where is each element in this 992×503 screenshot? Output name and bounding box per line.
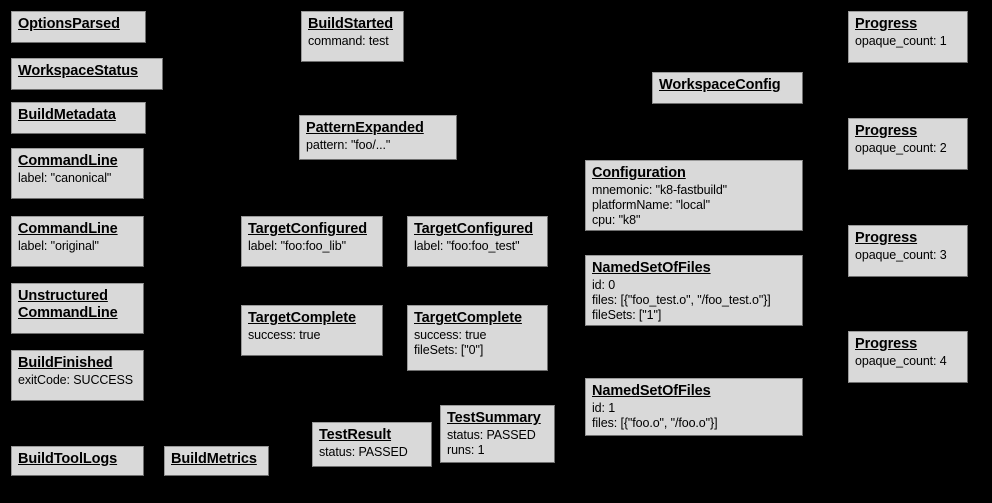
event-node-target-configured-foo-test[interactable]: TargetConfigured label: "foo:foo_test" <box>407 216 548 267</box>
event-node-fields: success: true <box>248 328 376 343</box>
event-node-title: TargetComplete <box>248 310 356 326</box>
event-node-title: BuildMetrics <box>171 451 257 467</box>
event-node-fields: mnemonic: "k8-fastbuild"platformName: "l… <box>592 183 796 228</box>
event-node-field: platformName: "local" <box>592 198 710 212</box>
event-node-field: opaque_count: 4 <box>855 354 947 368</box>
event-node-field: success: true <box>414 328 487 342</box>
event-node-field: status: PASSED <box>447 428 536 442</box>
event-node-progress-4[interactable]: Progress opaque_count: 4 <box>848 331 968 383</box>
event-node-title: OptionsParsed <box>18 16 120 32</box>
event-node-fields: label: "original" <box>18 239 137 254</box>
event-node-field: label: "original" <box>18 239 99 253</box>
event-node-command-line-canonical[interactable]: CommandLine label: "canonical" <box>11 148 144 199</box>
event-node-title: BuildMetadata <box>18 107 116 123</box>
event-node-fields: label: "canonical" <box>18 171 137 186</box>
event-node-field: cpu: "k8" <box>592 213 641 227</box>
event-node-fields: command: test <box>308 34 397 49</box>
event-node-command-line-original[interactable]: CommandLine label: "original" <box>11 216 144 267</box>
event-node-fields: label: "foo:foo_lib" <box>248 239 376 254</box>
event-node-fields: pattern: "foo/..." <box>306 138 450 153</box>
event-node-pattern-expanded[interactable]: PatternExpanded pattern: "foo/..." <box>299 115 457 160</box>
event-node-field: fileSets: ["1"] <box>592 308 662 322</box>
event-node-title: NamedSetOfFiles <box>592 383 711 399</box>
event-node-field: label: "foo:foo_test" <box>414 239 520 253</box>
event-node-workspace-status[interactable]: WorkspaceStatus <box>11 58 163 90</box>
event-node-field: runs: 1 <box>447 443 485 457</box>
event-node-title: Progress <box>855 336 918 352</box>
event-node-field: opaque_count: 1 <box>855 34 947 48</box>
event-node-test-result[interactable]: TestResult status: PASSED <box>312 422 432 467</box>
event-node-field: status: PASSED <box>319 445 408 459</box>
event-node-build-started[interactable]: BuildStarted command: test <box>301 11 404 62</box>
event-node-field: command: test <box>308 34 389 48</box>
event-node-title: TargetConfigured <box>248 221 367 237</box>
event-node-title: CommandLine <box>18 221 118 237</box>
event-node-field: opaque_count: 2 <box>855 141 947 155</box>
event-node-title: Progress <box>855 230 918 246</box>
event-node-title: BuildToolLogs <box>18 451 118 467</box>
event-node-progress-1[interactable]: Progress opaque_count: 1 <box>848 11 968 63</box>
event-node-target-configured-foo-lib[interactable]: TargetConfigured label: "foo:foo_lib" <box>241 216 383 267</box>
event-node-field: label: "canonical" <box>18 171 112 185</box>
event-node-field: opaque_count: 3 <box>855 248 947 262</box>
event-node-fields: opaque_count: 1 <box>855 34 961 49</box>
event-node-title: BuildFinished <box>18 355 113 371</box>
event-node-field: fileSets: ["0"] <box>414 343 484 357</box>
event-node-title: WorkspaceStatus <box>18 63 138 79</box>
event-node-field: files: [{"foo_test.o", "/foo_test.o"}] <box>592 293 771 307</box>
event-node-title: WorkspaceConfig <box>659 77 781 93</box>
event-node-unstructured-command-line[interactable]: Unstructured CommandLine <box>11 283 144 334</box>
event-node-options-parsed[interactable]: OptionsParsed <box>11 11 146 43</box>
event-node-title: TestResult <box>319 427 392 443</box>
event-node-fields: opaque_count: 4 <box>855 354 961 369</box>
event-node-fields: exitCode: SUCCESS <box>18 373 137 388</box>
event-node-target-complete-lib[interactable]: TargetComplete success: true <box>241 305 383 356</box>
event-node-field: id: 0 <box>592 278 616 292</box>
event-node-build-finished[interactable]: BuildFinished exitCode: SUCCESS <box>11 350 144 401</box>
event-node-build-metadata[interactable]: BuildMetadata <box>11 102 146 134</box>
event-node-field: mnemonic: "k8-fastbuild" <box>592 183 728 197</box>
event-node-fields: opaque_count: 2 <box>855 141 961 156</box>
event-node-configuration[interactable]: Configuration mnemonic: "k8-fastbuild"pla… <box>585 160 803 231</box>
event-node-title: Progress <box>855 16 918 32</box>
event-node-fields: label: "foo:foo_test" <box>414 239 541 254</box>
event-node-progress-2[interactable]: Progress opaque_count: 2 <box>848 118 968 170</box>
event-node-title: PatternExpanded <box>306 120 424 136</box>
event-node-build-metrics[interactable]: BuildMetrics <box>164 446 269 476</box>
event-node-field: success: true <box>248 328 321 342</box>
event-node-build-tool-logs[interactable]: BuildToolLogs <box>11 446 144 476</box>
event-node-fields: opaque_count: 3 <box>855 248 961 263</box>
event-node-title: TargetComplete <box>414 310 522 326</box>
event-node-title: CommandLine <box>18 153 118 169</box>
event-node-title: TestSummary <box>447 410 541 426</box>
event-node-title: TargetConfigured <box>414 221 533 237</box>
event-node-field: pattern: "foo/..." <box>306 138 391 152</box>
event-node-field: label: "foo:foo_lib" <box>248 239 346 253</box>
event-node-field: exitCode: SUCCESS <box>18 373 134 387</box>
event-node-field: files: [{"foo.o", "/foo.o"}] <box>592 416 718 430</box>
event-node-title: Progress <box>855 123 918 139</box>
event-node-fields: status: PASSED <box>319 445 425 460</box>
event-node-progress-3[interactable]: Progress opaque_count: 3 <box>848 225 968 277</box>
event-node-title: Unstructured CommandLine <box>18 288 118 321</box>
event-node-title: Configuration <box>592 165 686 181</box>
event-node-workspace-config[interactable]: WorkspaceConfig <box>652 72 803 104</box>
event-node-field: id: 1 <box>592 401 616 415</box>
event-node-title: NamedSetOfFiles <box>592 260 711 276</box>
event-node-title: BuildStarted <box>308 16 394 32</box>
